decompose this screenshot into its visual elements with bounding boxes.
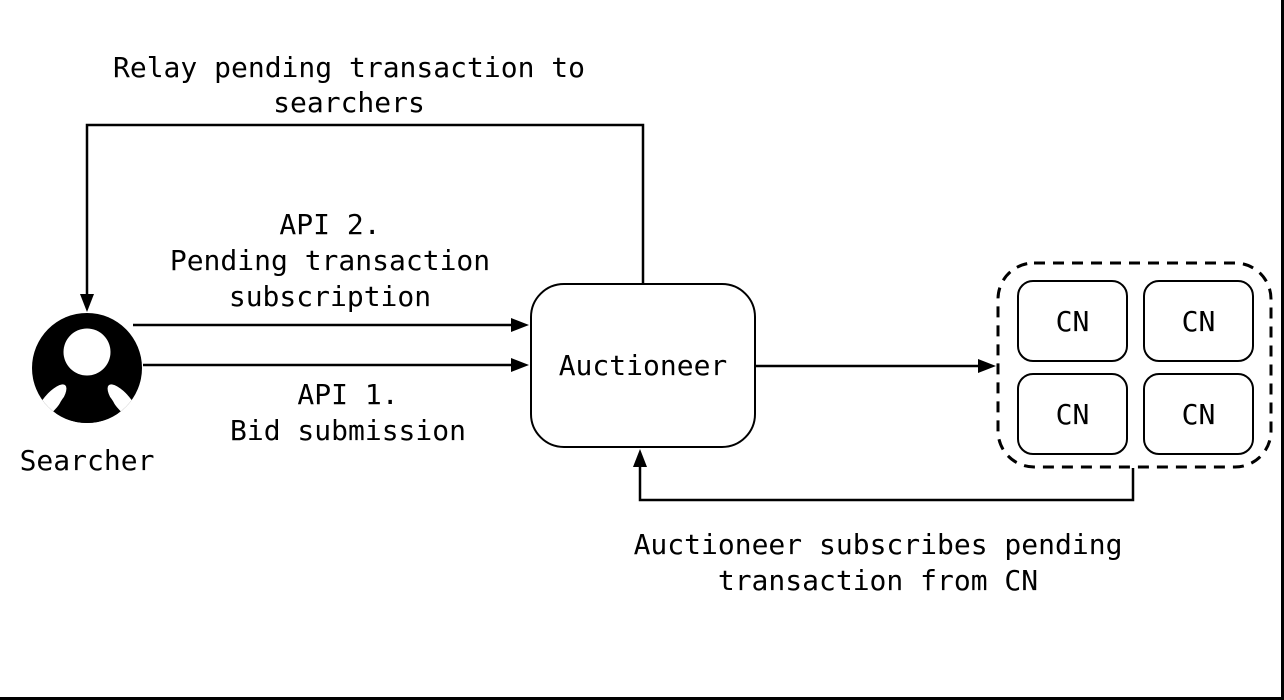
frame-bottom-border [0,697,1284,700]
relay-arrowhead-icon [80,294,94,312]
api2-label: API 2. Pending transaction subscription [130,207,530,315]
relay-label: Relay pending transaction to searchers [94,50,604,120]
cn-label: CN [1181,397,1216,431]
auctioneer-label: Auctioneer [558,349,728,382]
cn-label: CN [1055,304,1090,338]
relay-label-line2: searchers [273,86,425,119]
relay-connector [85,123,645,296]
cn-label: CN [1181,304,1216,338]
api2-label-line1: API 2. [279,208,381,241]
to-cn-arrowhead-icon [978,359,996,373]
api1-arrowhead-icon [511,358,529,372]
frame-right-border [1281,0,1284,700]
auctioneer-node: Auctioneer [530,283,756,448]
api2-label-line2: Pending transaction [169,244,491,277]
api1-label-line1: API 1. [297,378,399,411]
to-auctioneer-arrowhead-icon [633,449,647,467]
searcher-label: Searcher [19,444,155,477]
api1-label: API 1. Bid submission [148,377,548,449]
cn-node-3: CN [1017,373,1128,455]
api2-label-line3: subscription [228,280,432,313]
subscribe-label-line2: transaction from CN [717,564,1039,597]
searcher-person-icon [32,313,142,423]
api2-arrowhead-icon [511,318,529,332]
relay-label-line1: Relay pending transaction to [112,51,585,84]
api1-label-line2: Bid submission [229,414,466,447]
subscribe-label: Auctioneer subscribes pending transactio… [628,527,1128,599]
cn-node-4: CN [1143,373,1254,455]
subscribe-label-line1: Auctioneer subscribes pending [633,528,1123,561]
cn-label: CN [1055,397,1090,431]
cn-to-auctioneer-connector [638,464,1135,502]
cn-node-2: CN [1143,280,1254,362]
cn-node-1: CN [1017,280,1128,362]
